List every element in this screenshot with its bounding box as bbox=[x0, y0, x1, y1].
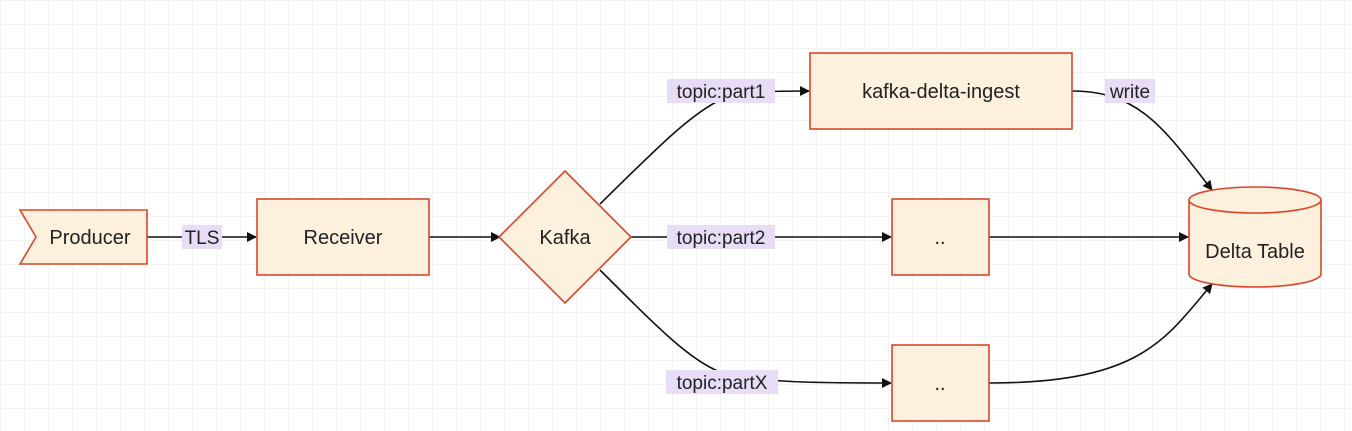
edge-kafka-worker3 bbox=[599, 269, 892, 388]
node-receiver: Receiver bbox=[256, 198, 430, 276]
node-worker-2: .. bbox=[891, 198, 990, 276]
edge-label-tls: TLS bbox=[182, 225, 222, 249]
edge-label-part2-text: topic:part2 bbox=[677, 228, 766, 249]
edge-label-write: write bbox=[1105, 79, 1155, 103]
node-worker-3: .. bbox=[891, 344, 990, 422]
edge-kafka-ingest bbox=[599, 86, 810, 205]
edge-label-part2: topic:part2 bbox=[667, 225, 775, 249]
node-worker-3-label: .. bbox=[934, 373, 945, 395]
node-worker-2-label: .. bbox=[934, 227, 945, 249]
node-producer: Producer bbox=[18, 209, 148, 265]
edge-worker3-delta bbox=[988, 283, 1213, 384]
edge-label-part1: topic:part1 bbox=[667, 79, 775, 103]
node-kafka-label: Kafka bbox=[539, 227, 591, 249]
node-kafka: Kafka bbox=[497, 169, 633, 305]
edge-ingest-delta bbox=[1071, 90, 1213, 191]
edge-label-part1-text: topic:part1 bbox=[677, 82, 766, 103]
node-delta-table-label: Delta Table bbox=[1205, 241, 1305, 263]
node-kafka-delta-ingest: kafka-delta-ingest bbox=[809, 52, 1073, 130]
edge-label-tls-text: TLS bbox=[185, 228, 220, 249]
node-producer-label: Producer bbox=[49, 227, 130, 249]
node-delta-table: Delta Table bbox=[1188, 186, 1322, 288]
edge-label-write-text: write bbox=[1109, 82, 1150, 103]
node-receiver-label: Receiver bbox=[304, 227, 383, 249]
node-kafka-delta-ingest-label: kafka-delta-ingest bbox=[862, 81, 1020, 103]
edge-label-partx: topic:partX bbox=[666, 370, 778, 394]
edge-label-partx-text: topic:partX bbox=[677, 373, 768, 394]
